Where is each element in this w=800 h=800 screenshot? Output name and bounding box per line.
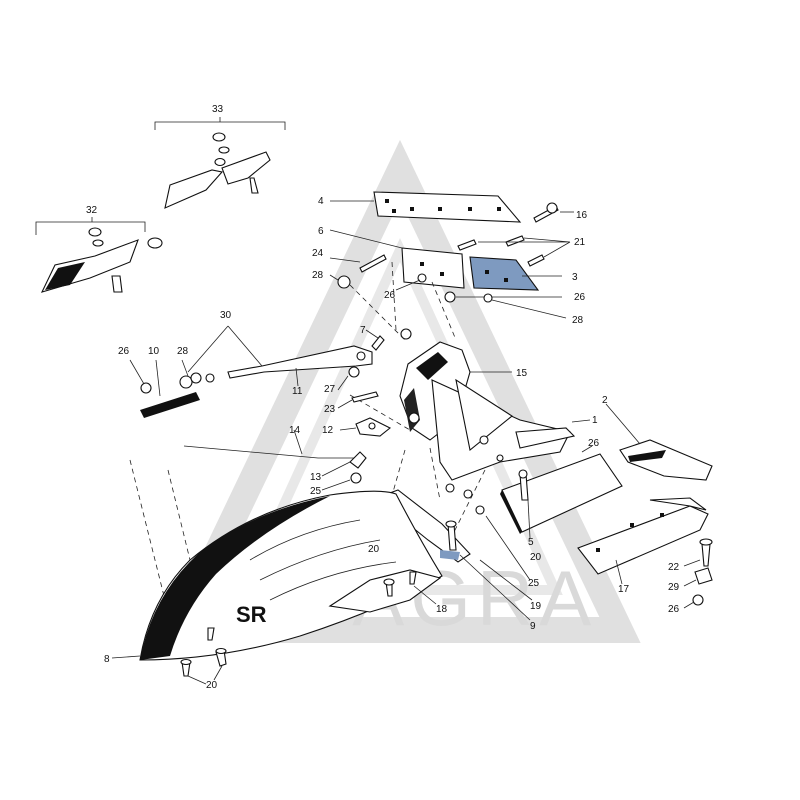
label-17: 17: [618, 584, 630, 595]
part-32-group: [35, 217, 163, 293]
part-5-landside-plate: [500, 445, 623, 539]
label-18: 18: [436, 604, 448, 615]
part-2-shin: [605, 403, 713, 481]
label-19: 19: [530, 601, 542, 612]
label-26-d: 26: [588, 438, 600, 449]
label-26-a: 26: [384, 290, 396, 301]
label-12: 12: [322, 425, 334, 436]
part-3-share-highlighted: [469, 256, 562, 291]
label-28-c: 28: [177, 346, 189, 357]
label-22: 22: [668, 562, 680, 573]
part-14-rod: [183, 366, 392, 491]
part-17-landside: [577, 497, 709, 585]
label-6: 6: [318, 226, 324, 237]
label-23: 23: [324, 404, 336, 415]
label-29: 29: [668, 582, 680, 593]
label-3: 3: [572, 272, 578, 283]
label-15: 15: [516, 368, 528, 379]
label-8: 8: [104, 654, 110, 665]
label-16: 16: [576, 210, 588, 221]
fasteners-upper: [329, 202, 574, 351]
label-26-c: 26: [118, 346, 130, 357]
part-18-shin-plate: [328, 569, 442, 613]
part-10-28-fittings: [129, 359, 215, 418]
label-27: 27: [324, 384, 336, 395]
label-2: 2: [602, 395, 608, 406]
part-15-frog: [399, 341, 571, 481]
part-33-group: [154, 117, 286, 209]
label-20-b: 20: [530, 552, 542, 563]
label-20-a: 20: [368, 544, 380, 555]
label-26-e: 26: [668, 604, 680, 615]
label-20-c: 20: [206, 680, 218, 691]
label-32: 32: [86, 205, 98, 216]
assembly-dashed-lines: [129, 261, 486, 601]
label-21: 21: [574, 237, 586, 248]
label-9: 9: [530, 621, 536, 632]
label-11: 11: [292, 386, 303, 397]
label-25-b: 25: [528, 578, 540, 589]
label-28-a: 28: [312, 270, 324, 281]
part-8-mouldboard: SR: [111, 490, 443, 685]
label-13: 13: [310, 472, 322, 483]
label-33: 33: [212, 104, 224, 115]
label-14: 14: [289, 425, 301, 436]
part-4-share: [330, 191, 522, 223]
part-1-landside: [515, 419, 591, 449]
label-4: 4: [318, 196, 324, 207]
label-25-a: 25: [310, 486, 322, 497]
label-28-b: 28: [572, 315, 584, 326]
fasteners-right: [683, 538, 713, 609]
part-labels: 33 32 4 16 6 21 24 28 3 26 26 28 30 7 26…: [86, 104, 680, 691]
mouldboard-mark: SR: [236, 602, 267, 627]
label-7: 7: [360, 325, 366, 336]
label-26-b: 26: [574, 292, 586, 303]
watermark-triangle: [159, 139, 641, 643]
label-5: 5: [528, 537, 534, 548]
label-24: 24: [312, 248, 324, 259]
label-1: 1: [592, 415, 598, 426]
label-30: 30: [220, 310, 232, 321]
label-10: 10: [148, 346, 160, 357]
part-11-stay-bar: [187, 325, 373, 387]
